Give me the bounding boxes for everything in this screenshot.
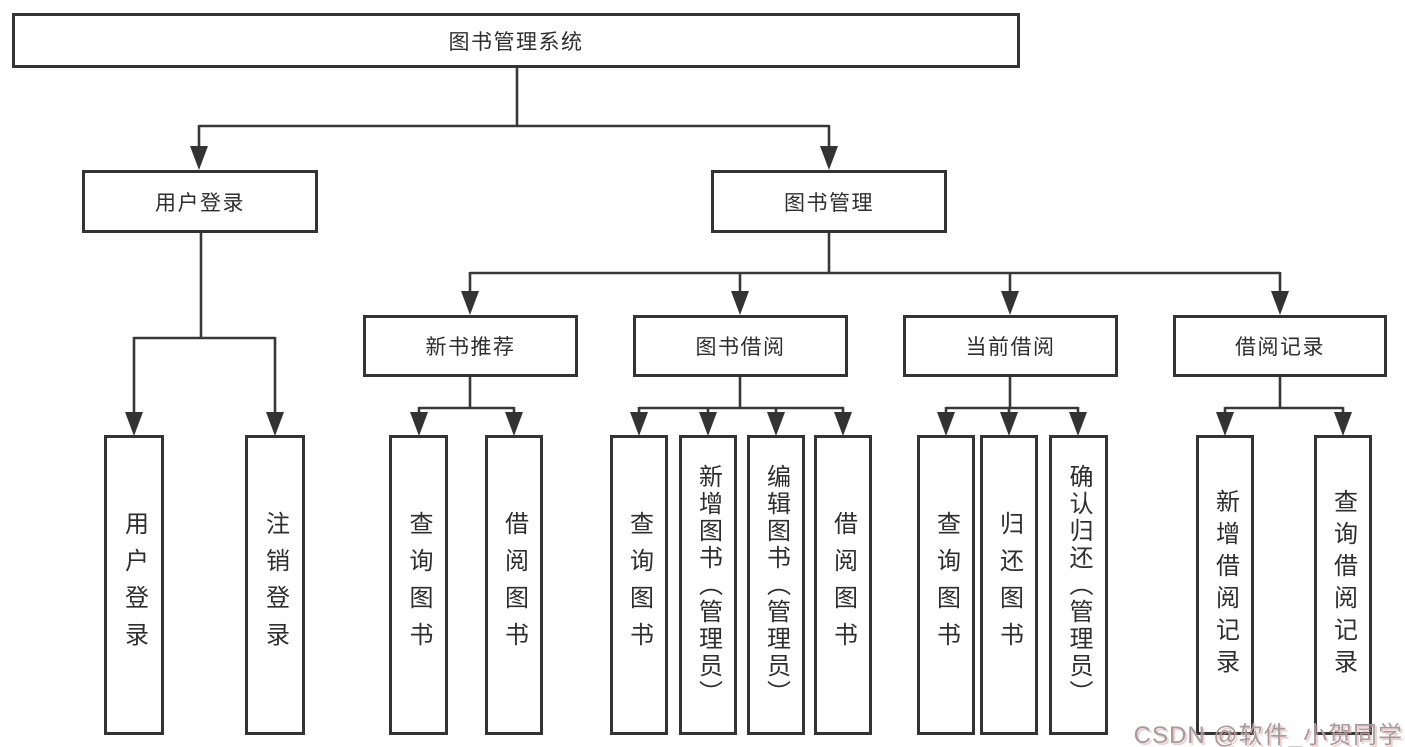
node-book-management: 图书管理 <box>711 170 947 233</box>
connector-currentborrow-to-leaves <box>937 377 1087 436</box>
leaf-borrow-book-recommend: 借阅图书 <box>485 435 543 735</box>
node-borrow-records: 借阅记录 <box>1173 315 1387 377</box>
node-new-book-recommend: 新书推荐 <box>363 315 578 377</box>
leaf-query-book-current: 查询图书 <box>917 435 975 735</box>
csdn-watermark: CSDN @软件_小贺同学 <box>1133 722 1403 747</box>
node-user-login: 用户登录 <box>82 170 318 233</box>
node-current-borrow: 当前借阅 <box>903 315 1118 377</box>
connector-bookmgmt-to-level3 <box>461 233 1289 315</box>
leaf-query-borrow-record: 查询借阅记录 <box>1314 435 1372 735</box>
leaf-query-book-recommend: 查询图书 <box>389 435 448 735</box>
leaf-user-login: 用户登录 <box>104 435 164 735</box>
leaf-return-book: 归还图书 <box>980 435 1038 735</box>
node-book-borrow: 图书借阅 <box>633 315 848 377</box>
connector-newbook-to-leaves <box>410 377 523 436</box>
leaf-logout: 注销登录 <box>245 435 305 735</box>
connector-borrowrecord-to-leaves <box>1216 377 1352 436</box>
leaf-query-book-borrow: 查询图书 <box>610 435 668 735</box>
connector-userlogin-to-leaves <box>125 233 284 436</box>
leaf-confirm-return-admin: 确认归还（管理员） <box>1049 435 1108 735</box>
leaf-borrow-book: 借阅图书 <box>814 435 872 735</box>
leaf-edit-book-admin: 编辑图书（管理员） <box>747 435 805 735</box>
node-root-system: 图书管理系统 <box>12 13 1020 68</box>
leaf-add-borrow-record: 新增借阅记录 <box>1196 435 1254 735</box>
connector-bookborrow-to-leaves <box>630 377 852 436</box>
connector-root-to-level2 <box>190 68 838 170</box>
leaf-add-book-admin: 新增图书（管理员） <box>679 435 737 735</box>
